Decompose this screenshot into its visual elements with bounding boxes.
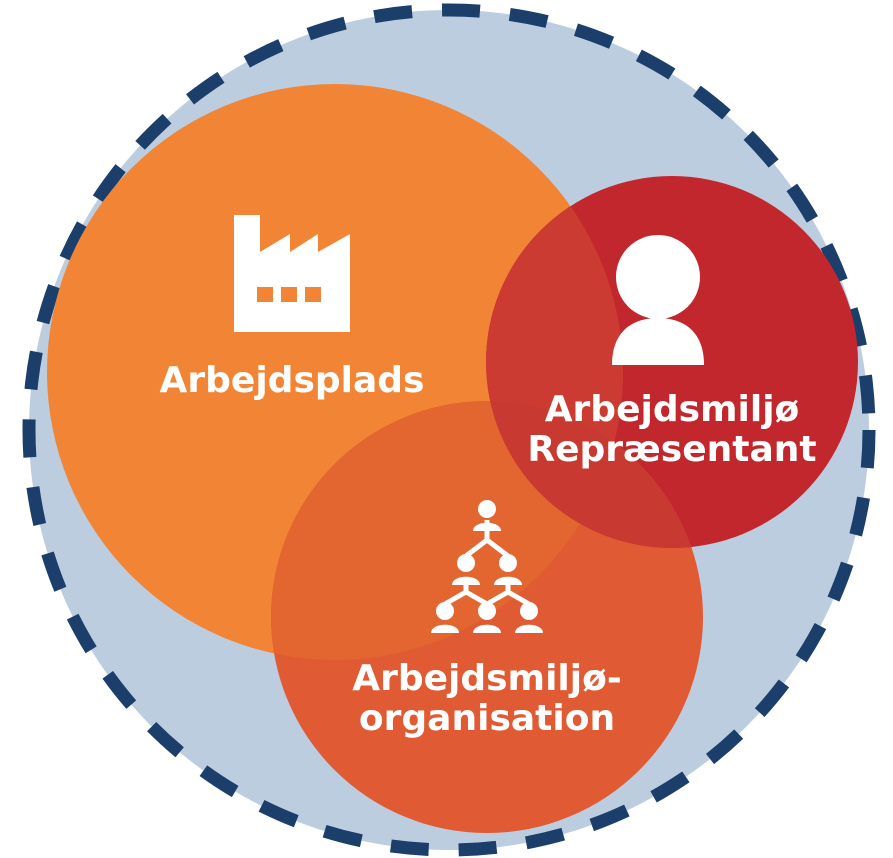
person-icon (612, 235, 704, 365)
representative-label-line2: Repræsentant (527, 429, 816, 470)
organization-label-line1: Arbejdsmiljø- (352, 658, 622, 699)
overlap-representative-organization (486, 401, 703, 548)
representative-label-line1: Arbejdsmiljø (545, 389, 800, 430)
org-network-icon (431, 500, 543, 633)
factory-icon (234, 215, 350, 332)
organization-label-line2: organisation (359, 698, 615, 739)
workplace-label: Arbejdsplads (160, 360, 425, 401)
